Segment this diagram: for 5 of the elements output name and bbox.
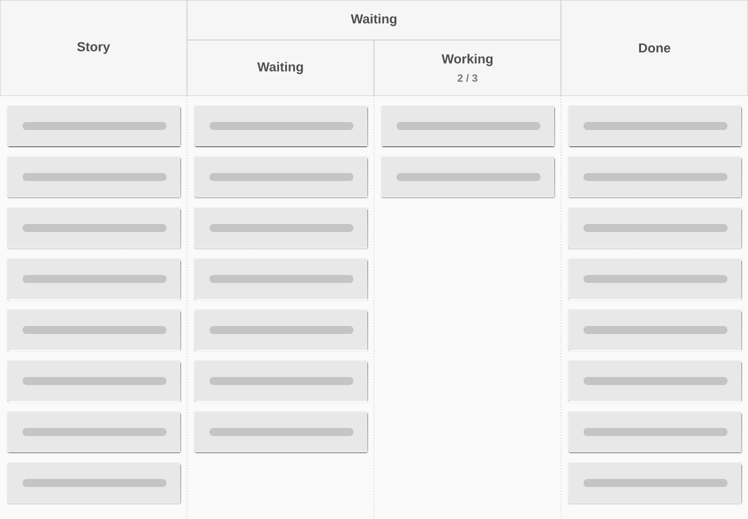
column-header: Working 2 / 3 bbox=[374, 40, 561, 96]
column-header: Story bbox=[0, 0, 187, 96]
column-header: Done bbox=[561, 0, 748, 96]
column-header: Waiting bbox=[187, 0, 561, 40]
column-header: Waiting bbox=[187, 40, 374, 96]
